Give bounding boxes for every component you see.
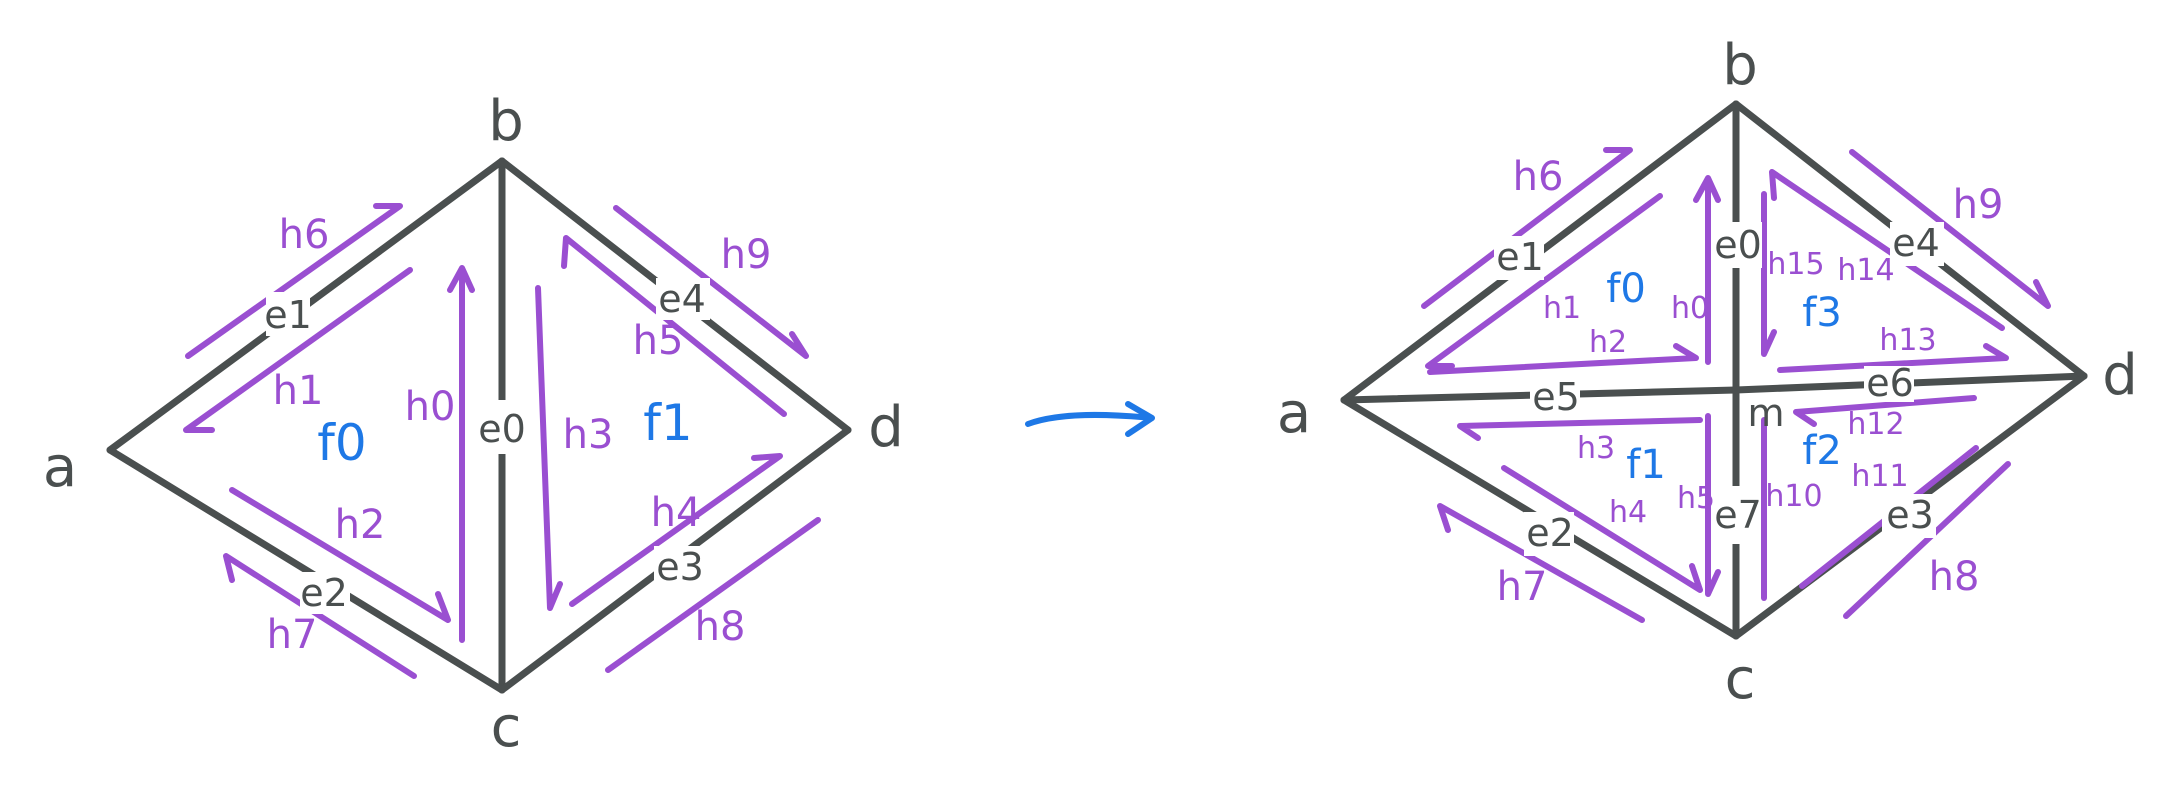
left-halfedge-h7 bbox=[223, 553, 417, 679]
transition-arrow-icon bbox=[1025, 401, 1155, 437]
right-halfedge-h2 bbox=[1427, 343, 1699, 375]
left-label-e4: e4 bbox=[658, 277, 706, 321]
right-label-h5: h5 bbox=[1677, 481, 1715, 516]
right-label-h8: h8 bbox=[1929, 554, 1980, 600]
left-label-h7: h7 bbox=[267, 612, 318, 658]
right-halfedge-h5 bbox=[1705, 413, 1721, 597]
left-label-h0: h0 bbox=[405, 384, 456, 430]
right-label-h15: h15 bbox=[1767, 247, 1824, 282]
left-halfedge-h1 bbox=[183, 267, 413, 433]
right-halfedge-h9 bbox=[1849, 149, 2051, 309]
left-label-f0: f0 bbox=[317, 414, 366, 472]
right-halfedge-h8 bbox=[1843, 461, 2011, 619]
left-vertex-c: c bbox=[491, 695, 522, 760]
left-label-e2: e2 bbox=[300, 571, 348, 615]
right-halfedge-h4 bbox=[1501, 465, 1703, 593]
left-halfedge-h9 bbox=[613, 205, 809, 359]
right-label-h6: h6 bbox=[1513, 154, 1564, 200]
right-vertex-a: a bbox=[1277, 381, 1311, 446]
left-edge-e2 bbox=[106, 446, 506, 694]
right-label-h11: h11 bbox=[1851, 459, 1908, 494]
left-label-h1: h1 bbox=[273, 368, 324, 414]
right-label-h13: h13 bbox=[1879, 323, 1936, 358]
right-vertex-b: b bbox=[1722, 33, 1758, 98]
right-label-h1: h1 bbox=[1543, 291, 1581, 326]
right-label-e7: e7 bbox=[1714, 493, 1762, 537]
left-label-e3: e3 bbox=[656, 545, 704, 589]
right-label-h4: h4 bbox=[1609, 495, 1647, 530]
left-halfedge-h6 bbox=[185, 203, 403, 359]
left-label-h5: h5 bbox=[633, 318, 684, 364]
right-vertex-m: m bbox=[1747, 391, 1784, 435]
right-halfedge-h6 bbox=[1421, 147, 1633, 309]
left-halfedge-h2 bbox=[229, 487, 451, 623]
right-label-e0: e0 bbox=[1714, 223, 1762, 267]
left-label-e0: e0 bbox=[478, 407, 526, 451]
right-halfedge-h7 bbox=[1437, 503, 1645, 623]
right-label-f0: f0 bbox=[1606, 266, 1646, 312]
right-halfedge-h0 bbox=[1693, 175, 1721, 365]
right-vertex-c: c bbox=[1725, 647, 1756, 712]
right-label-h10: h10 bbox=[1765, 479, 1822, 514]
right-label-e4: e4 bbox=[1892, 221, 1940, 265]
right-label-h12: h12 bbox=[1847, 407, 1904, 442]
left-halfedge-h5 bbox=[561, 235, 787, 417]
right-halfedge-h1 bbox=[1425, 193, 1663, 369]
right-mesh: e0 e1 e2 e3 e4 e5 e6 e7 h0 h1 h2 h3 h4 h… bbox=[1277, 33, 2138, 712]
left-label-h9: h9 bbox=[721, 232, 772, 278]
right-label-e6: e6 bbox=[1866, 361, 1914, 405]
right-halfedge-h12 bbox=[1793, 395, 1977, 427]
right-label-h3: h3 bbox=[1577, 431, 1615, 466]
right-label-h14: h14 bbox=[1837, 253, 1894, 288]
right-halfedge-h14 bbox=[1769, 169, 2005, 331]
right-label-h0: h0 bbox=[1671, 291, 1709, 326]
left-halfedge-h8 bbox=[605, 517, 821, 673]
left-label-h6: h6 bbox=[279, 212, 330, 258]
right-halfedge-h13 bbox=[1777, 343, 2009, 373]
left-vertex-d: d bbox=[868, 395, 904, 460]
right-halfedge-h15 bbox=[1761, 191, 1777, 357]
left-vertex-b: b bbox=[488, 89, 524, 154]
left-label-e1: e1 bbox=[264, 293, 312, 337]
right-vertex-d: d bbox=[2102, 343, 2138, 408]
left-halfedge-h4 bbox=[569, 453, 783, 607]
left-label-h3: h3 bbox=[563, 412, 614, 458]
right-label-h2: h2 bbox=[1589, 325, 1627, 360]
right-label-e3: e3 bbox=[1886, 493, 1934, 537]
right-label-f3: f3 bbox=[1802, 290, 1842, 336]
right-label-h7: h7 bbox=[1497, 564, 1548, 610]
right-label-h9: h9 bbox=[1953, 182, 2004, 228]
right-label-e2: e2 bbox=[1526, 511, 1574, 555]
left-label-h4: h4 bbox=[651, 490, 702, 536]
right-label-f1: f1 bbox=[1626, 442, 1666, 488]
left-halfedge-h3 bbox=[535, 285, 563, 611]
left-halfedge-h0 bbox=[447, 265, 475, 643]
left-label-h2: h2 bbox=[335, 502, 386, 548]
right-halfedge-h3 bbox=[1457, 417, 1703, 441]
left-mesh: e0 e1 e2 e3 e4 h0 h1 h2 h3 h4 h5 h6 h7 h… bbox=[43, 89, 904, 760]
right-label-f2: f2 bbox=[1802, 428, 1842, 474]
left-label-h8: h8 bbox=[695, 604, 746, 650]
right-label-e5: e5 bbox=[1532, 375, 1580, 419]
right-label-e1: e1 bbox=[1496, 235, 1544, 279]
left-label-f1: f1 bbox=[643, 394, 692, 452]
left-vertex-a: a bbox=[43, 435, 77, 500]
